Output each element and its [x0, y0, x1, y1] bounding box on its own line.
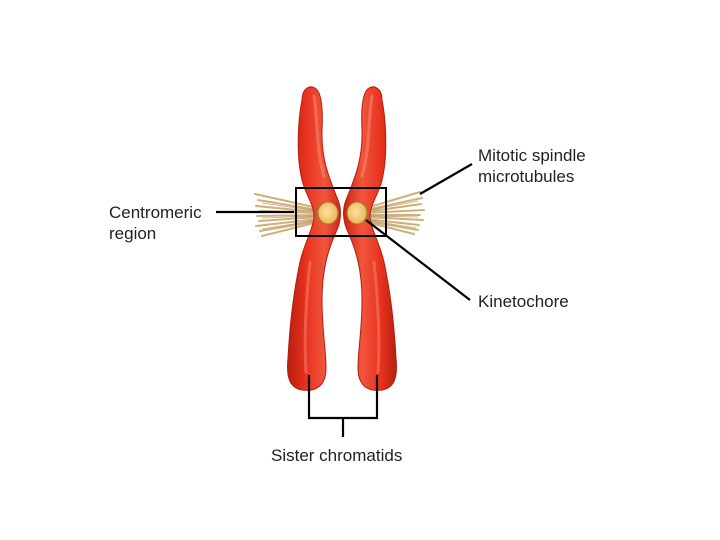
- centromeric-region-label: Centromeric region: [109, 202, 202, 244]
- centromeric-label-line2: region: [109, 224, 157, 243]
- sister-chromatids-bracket: [307, 375, 379, 437]
- kinetochore-leader-line: [365, 219, 471, 301]
- sister-chromatids-label: Sister chromatids: [271, 446, 403, 465]
- centromeric-label-line1: Centromeric: [109, 203, 202, 222]
- spindle-label-line2: microtubules: [478, 167, 575, 186]
- sister-chromatid-right: [343, 86, 397, 391]
- kinetochore-left: [316, 201, 339, 225]
- kinetochore-right: [346, 201, 369, 225]
- spindle-fibers-right: [365, 191, 425, 235]
- spindle-label-line1: Mitotic spindle: [478, 146, 586, 165]
- spindle-leader-line: [419, 163, 473, 195]
- centromeric-region-box: [295, 187, 387, 237]
- kinetochore-label: Kinetochore: [478, 292, 569, 311]
- mitotic-spindle-label: Mitotic spindle microtubules: [478, 145, 586, 187]
- spindle-fibers-left: [254, 193, 319, 237]
- sister-chromatid-left: [287, 86, 341, 391]
